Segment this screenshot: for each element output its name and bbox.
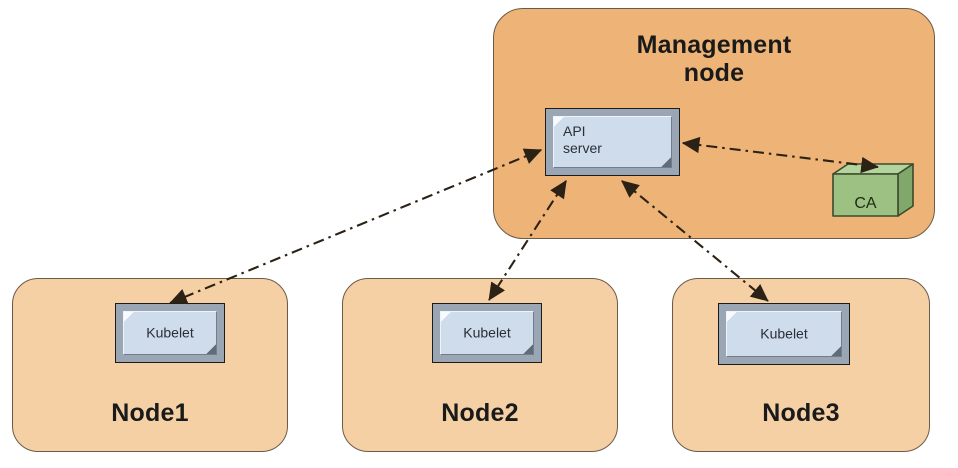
api-server-box[interactable]: API server (545, 108, 680, 176)
api-server-label-line1: API (563, 123, 586, 139)
node2-kubelet-label: Kubelet (463, 324, 511, 341)
api-server-label: API server (563, 123, 602, 156)
node3-kubelet-label: Kubelet (760, 325, 808, 342)
management-node-title-line1: Management (636, 31, 792, 59)
node1-kubelet-label: Kubelet (146, 324, 194, 341)
node3-kubelet-face: Kubelet (726, 311, 842, 357)
management-node-title: Management node (494, 31, 934, 87)
node2-kubelet-box[interactable]: Kubelet (432, 303, 542, 363)
node2-kubelet-face: Kubelet (440, 311, 534, 355)
node3-kubelet-box[interactable]: Kubelet (718, 303, 850, 365)
management-node-title-line2: node (683, 59, 745, 87)
api-server-face: API server (553, 116, 672, 168)
node1-kubelet-face: Kubelet (123, 311, 217, 355)
node3-title: Node3 (762, 399, 840, 427)
node1-kubelet-box[interactable]: Kubelet (115, 303, 225, 363)
ca-label: CA (854, 195, 877, 212)
node2-title: Node2 (441, 399, 519, 427)
api-server-label-line2: server (563, 139, 602, 156)
node1-title: Node1 (111, 399, 189, 427)
ca-box[interactable]: CA (818, 163, 914, 219)
